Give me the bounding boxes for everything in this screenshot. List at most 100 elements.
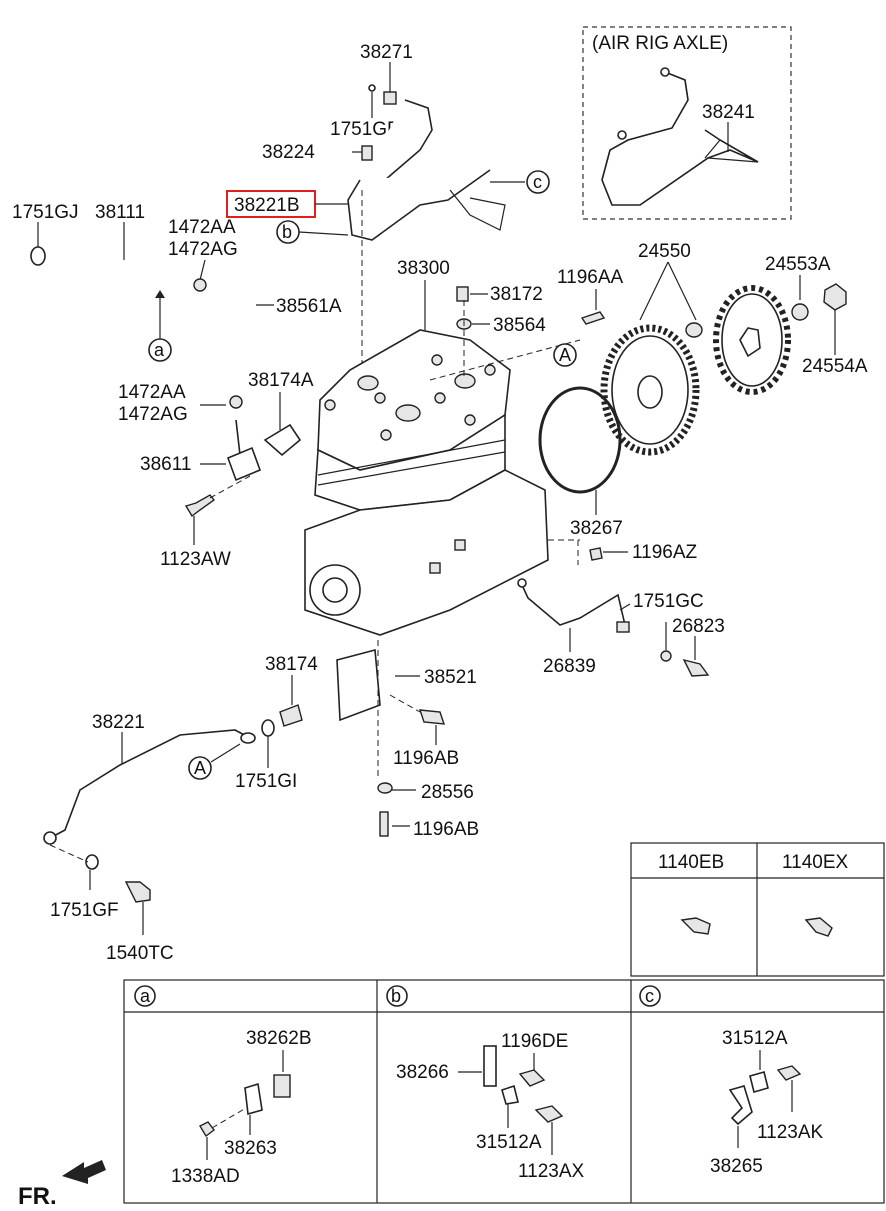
- detail-key-a: [134, 985, 156, 1007]
- oil-pipe: [359, 99, 433, 186]
- bolt-icon: [124, 881, 151, 903]
- clamp-icon: [501, 1084, 519, 1105]
- washer-icon: [368, 84, 376, 92]
- pipe-26839: [521, 584, 626, 626]
- svg-text:b: b: [391, 986, 401, 1006]
- bracket-38521-group: 38521 1196AB 28556 1196AB: [336, 640, 479, 840]
- detail-key-c: [639, 985, 661, 1007]
- svg-text:b: b: [282, 222, 292, 242]
- detail-a-part-3: 1338AD: [171, 1166, 240, 1187]
- nut-icon: [823, 283, 847, 311]
- crankcase: [304, 469, 549, 636]
- label-1751GI: 1751GI: [235, 771, 297, 792]
- clamp-icon: [244, 1082, 263, 1116]
- elbow-38611: [226, 446, 262, 482]
- callout-a: [148, 338, 172, 362]
- pipe-38221: [49, 729, 251, 839]
- svg-text:a: a: [140, 986, 151, 1006]
- air-rig-pipe: [601, 71, 759, 206]
- plug-icon: [456, 286, 469, 302]
- bolt-table-col2: 1140EX: [782, 852, 849, 873]
- head-fittings: 38172 38564 1196AA A: [456, 267, 624, 380]
- label-38300: 38300: [397, 258, 450, 279]
- label-38111: 38111: [95, 202, 145, 223]
- label-1472AA-mid: 1472AA: [118, 382, 186, 403]
- label-38611: 38611: [140, 454, 191, 475]
- label-1196AZ: 1196AZ: [632, 542, 698, 563]
- detail-c-part-2: 1123AK: [757, 1122, 824, 1143]
- detail-b-part-4: 1123AX: [518, 1161, 585, 1182]
- svg-text:A: A: [194, 758, 206, 778]
- label-1472AA-top: 1472AA: [168, 217, 236, 238]
- label-1472AG-mid: 1472AG: [118, 404, 188, 425]
- lock-washer-icon: [791, 303, 809, 321]
- bolt-icon: [534, 1105, 564, 1123]
- callout-c: [526, 170, 550, 194]
- label-38221: 38221: [92, 712, 145, 733]
- label-1196AA: 1196AA: [557, 267, 624, 288]
- svg-text:A: A: [559, 345, 571, 365]
- bolt-1140ex-icon: [804, 917, 833, 937]
- bolt-table-col1: 1140EB: [658, 852, 724, 873]
- detail-b-part-1: 1196DE: [501, 1031, 568, 1052]
- washer-icon: [261, 719, 275, 737]
- top-pipe-assembly: 38271 1751GE 38224 38221B c b: [226, 42, 550, 380]
- label-38271: 38271: [360, 42, 413, 63]
- bracket-icon: [483, 1045, 497, 1087]
- front-direction-indicator: FR.: [18, 1160, 106, 1210]
- label-24554A: 24554A: [802, 356, 868, 377]
- detail-b-part-3: 31512A: [476, 1132, 542, 1153]
- washer-icon: [85, 854, 99, 870]
- bolt-icon: [776, 1065, 802, 1081]
- plug-icon: [682, 658, 710, 677]
- detail-a-part-1: 38262B: [246, 1028, 312, 1049]
- label-26839: 26839: [543, 656, 596, 677]
- bolt-icon: [580, 311, 606, 325]
- label-24550: 24550: [638, 241, 691, 262]
- bracket-38521: [336, 648, 381, 722]
- label-1751GJ: 1751GJ: [12, 202, 79, 223]
- gasket-icon: [263, 423, 302, 457]
- label-1751GE: 1751GE: [330, 119, 400, 140]
- clamp-icon: [749, 1071, 769, 1093]
- bolt-icon: [418, 709, 446, 725]
- label-24553A: 24553A: [765, 254, 831, 275]
- coolant-pipe: [235, 419, 241, 456]
- label-38174: 38174: [265, 654, 318, 675]
- label-1540TC: 1540TC: [106, 943, 174, 964]
- label-38172: 38172: [490, 284, 543, 305]
- fitting-icon: [383, 91, 397, 105]
- label-1123AW: 1123AW: [160, 549, 231, 570]
- callout-A-bottom: [188, 756, 212, 780]
- washer-icon: [660, 650, 672, 662]
- bolt-icon: [184, 494, 216, 518]
- bolt-icon: [518, 1069, 546, 1087]
- front-arrow-icon: [62, 1160, 106, 1184]
- detail-a-part-2: 38263: [224, 1138, 277, 1159]
- label-38241: 38241: [702, 102, 755, 123]
- drive-hub: 24553A 24554A: [713, 254, 868, 395]
- coolant-fitting-group: 1472AA 1472AG 38174A 38611 1123AW: [118, 370, 314, 570]
- label-28556: 28556: [421, 782, 474, 803]
- inset-title: (AIR RIG AXLE): [592, 33, 728, 54]
- label-1751GF: 1751GF: [50, 900, 119, 921]
- intake-pipe-group: 1751GJ 38111 1472AA 1472AG a 38561A: [12, 202, 342, 380]
- fitting-icon: [279, 704, 303, 727]
- label-1196AB-a: 1196AB: [393, 748, 459, 769]
- label-1472AG-top: 1472AG: [168, 239, 238, 260]
- detail-key-b: [386, 985, 408, 1007]
- label-38224: 38224: [262, 142, 315, 163]
- bolt-1140eb-icon: [680, 917, 711, 935]
- washer-icon: [377, 782, 393, 794]
- inset-air-rig-axle: (AIR RIG AXLE) 38241: [582, 26, 792, 220]
- svg-text:c: c: [645, 986, 654, 1006]
- gasket-icon: [30, 246, 46, 266]
- detail-b-part-2: 38266: [396, 1062, 449, 1083]
- detail-c-part-1: 31512A: [722, 1028, 788, 1049]
- nut-icon: [199, 1121, 215, 1138]
- bracket-icon: [728, 1085, 753, 1126]
- front-label: FR.: [18, 1183, 57, 1210]
- discharge-pipe-group: 38174 1751GI 38221 A 1751GF 1540TC: [43, 654, 318, 964]
- callout-A-top: [553, 343, 577, 367]
